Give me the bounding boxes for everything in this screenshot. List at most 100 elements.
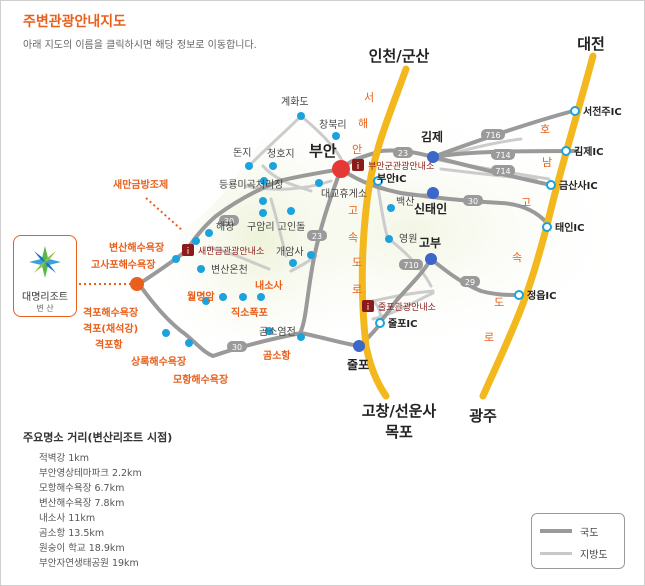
place-label-orange: 고사포해수욕장 xyxy=(91,258,156,271)
route-badge: 23 xyxy=(307,230,327,241)
ic-label: 금산사IC xyxy=(559,179,598,192)
place-label: 변산온천 xyxy=(211,264,248,276)
national-road-swatch xyxy=(540,529,572,533)
region-label-daejeon: 대전 xyxy=(577,35,605,53)
info-center-labels: 부안군관광안내소 새만금관광안내소 줄포관광안내소 xyxy=(198,160,436,313)
buan-node xyxy=(332,160,350,178)
info-center-label: 새만금관광안내소 xyxy=(198,245,264,257)
svg-text:714: 714 xyxy=(495,167,510,176)
distance-item: 변산해수욕장 7.8km xyxy=(39,498,125,509)
svg-text:i: i xyxy=(187,247,190,257)
place-label-orange: 모항해수욕장 xyxy=(173,373,229,386)
ic-label: 태인IC xyxy=(555,221,584,234)
place-label: 해창 xyxy=(216,220,234,233)
place-label-orange: 새만금방조제 xyxy=(113,178,168,191)
west-coast-char: 해 xyxy=(358,116,368,130)
place-label-orange: 내소사 xyxy=(255,279,283,292)
info-center-label: 줄포관광안내소 xyxy=(378,301,436,313)
city-label-buan: 부안 xyxy=(309,142,337,160)
svg-text:30: 30 xyxy=(468,197,478,206)
place-label: 돈지 xyxy=(233,147,251,159)
ic-marker xyxy=(546,180,556,190)
city-node xyxy=(427,187,439,199)
honam-char: 속 xyxy=(512,251,522,264)
svg-text:30: 30 xyxy=(224,217,234,226)
page-title: 주변관광안내지도 xyxy=(23,14,127,30)
place-dot xyxy=(289,259,297,267)
place-dot xyxy=(202,297,210,305)
place-dot xyxy=(332,132,340,140)
place-dot xyxy=(197,265,205,273)
place-label: 곰소염전 xyxy=(259,326,296,338)
place-label: 구암리 고인돌 xyxy=(247,221,305,233)
svg-text:716: 716 xyxy=(485,131,500,140)
page-subtitle: 아래 지도의 이름을 클릭하시면 해당 정보로 이동합니다. xyxy=(23,40,257,51)
west-coast-char: 도 xyxy=(352,256,362,269)
distance-list: 주요명소 거리(변산리조트 시점) 적벽강 1km 부안영상테마파크 2.2km… xyxy=(23,429,172,571)
ic-markers xyxy=(373,106,580,328)
route-badge: 23 xyxy=(393,147,413,158)
distance-item: 내소사 11km xyxy=(39,513,96,524)
city-label-julpo: 줄포 xyxy=(347,358,369,372)
place-dot xyxy=(315,179,323,187)
west-coast-char: 안 xyxy=(352,143,362,156)
region-label-mokpo: 목포 xyxy=(385,423,413,441)
route-badge: 710 xyxy=(399,259,423,270)
resort-card[interactable]: 대명리조트 변 산 xyxy=(13,235,77,317)
distance-item: 적벽강 1km xyxy=(39,453,90,464)
distance-item: 부안영상테마파크 2.2km xyxy=(39,468,142,479)
place-dot xyxy=(192,237,200,245)
info-icon: i xyxy=(182,244,194,257)
place-label: 개암사 xyxy=(276,246,304,258)
place-dot xyxy=(219,293,227,301)
distance-title: 주요명소 거리(변산리조트 시점) xyxy=(23,431,173,444)
city-labels: 부안 김제 신태인 고부 줄포 xyxy=(309,129,447,372)
city-label-sintaein: 신태인 xyxy=(414,201,447,216)
resort-subname: 변 산 xyxy=(36,304,54,313)
legend-row-national: 국도 xyxy=(540,524,620,539)
place-label: 영원 xyxy=(399,233,417,245)
place-dot xyxy=(239,293,247,301)
place-dot xyxy=(205,229,213,237)
honam-highway-label: 호 남 고 속 도 로 xyxy=(484,123,552,344)
place-label: 청호지 xyxy=(267,148,295,160)
gray-place-labels: 계화도 창북리 돈지 청호지 등룡미곡처리장 대교휴게소 해창 구암리 고인돌 … xyxy=(211,96,417,338)
distance-item: 곰소항 13.5km xyxy=(39,528,105,539)
place-dot xyxy=(257,293,265,301)
ic-labels: 부안IC 줄포IC 서전주IC 김제IC 금산사IC 태인IC 정읍IC xyxy=(377,105,622,330)
distance-item: 원숭이 학교 18.9km xyxy=(39,543,125,554)
place-label-orange: 월명암 xyxy=(187,290,215,303)
svg-text:23: 23 xyxy=(398,149,408,158)
svg-text:710: 710 xyxy=(403,261,418,270)
info-center-label: 부안군관광안내소 xyxy=(368,160,434,172)
ic-marker xyxy=(373,176,383,186)
info-center-icons: i i i xyxy=(182,159,374,313)
place-label-orange: 상록해수욕장 xyxy=(131,355,187,368)
ic-marker xyxy=(542,222,552,232)
place-label-orange: 곰소항 xyxy=(263,349,291,362)
ic-label: 정읍IC xyxy=(527,289,556,302)
legend-row-local: 지방도 xyxy=(540,546,620,561)
route-badges: 716 714 714 23 30 30 23 29 710 30 xyxy=(219,129,515,352)
west-coast-char: 고 xyxy=(348,204,358,217)
resort-name: 대명리조트 xyxy=(22,292,68,303)
place-dot xyxy=(259,209,267,217)
svg-text:i: i xyxy=(357,162,360,172)
honam-char: 남 xyxy=(542,156,552,169)
region-label-gwangju: 광주 xyxy=(469,407,497,425)
svg-text:714: 714 xyxy=(495,151,510,160)
map-legend: 국도 지방도 xyxy=(531,513,625,569)
resort-node xyxy=(130,277,144,291)
place-dot xyxy=(297,333,305,341)
place-label-orange: 격포항 xyxy=(95,338,123,351)
honam-char: 도 xyxy=(494,296,504,309)
svg-text:30: 30 xyxy=(232,343,242,352)
place-label-orange: 격포해수욕장 xyxy=(83,306,139,319)
place-dot xyxy=(385,235,393,243)
ic-marker xyxy=(514,290,524,300)
ic-marker xyxy=(570,106,580,116)
place-label-orange: 격포(채석강) xyxy=(83,322,138,335)
route-badge: 714 xyxy=(491,165,515,176)
place-dot xyxy=(307,251,315,259)
